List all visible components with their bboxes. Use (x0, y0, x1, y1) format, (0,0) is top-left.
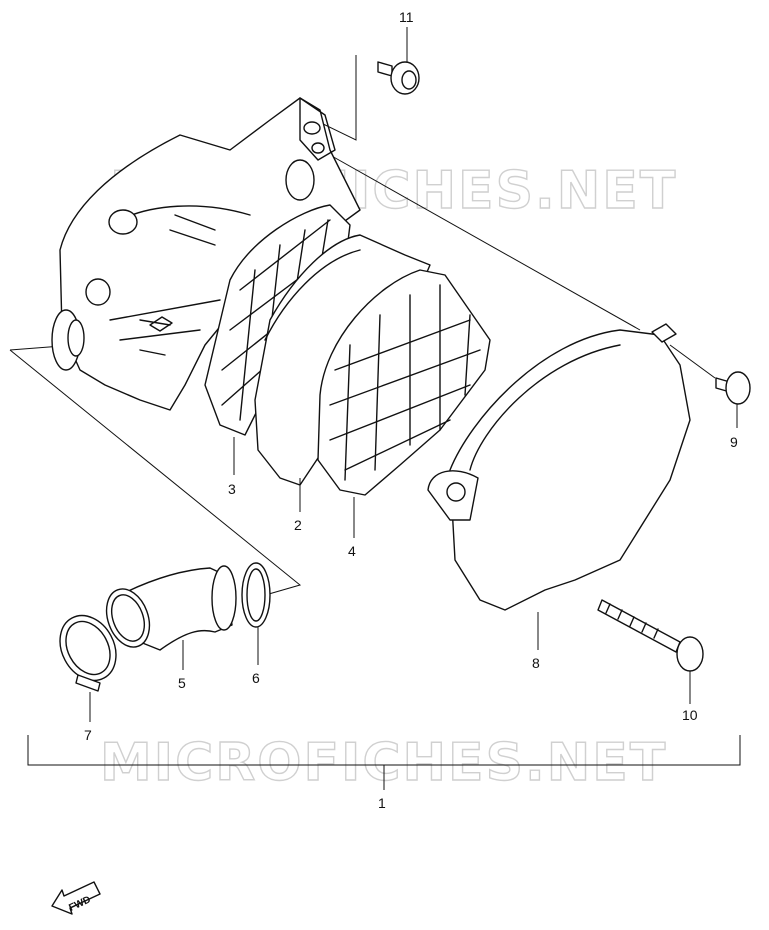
screw-part-9 (669, 344, 751, 428)
label-part-5: 5 (178, 675, 186, 691)
label-part-9: 9 (730, 434, 738, 450)
bolt-part-10 (597, 599, 704, 704)
label-part-10: 10 (682, 707, 698, 723)
label-part-2: 2 (294, 517, 302, 533)
cover-part-8 (427, 323, 691, 650)
ring-part-6 (241, 562, 271, 665)
clamp-part-7 (59, 614, 117, 722)
watermark-bottom: MICROFICHES.NET (100, 733, 667, 793)
label-part-1: 1 (378, 795, 386, 811)
label-part-8: 8 (532, 655, 540, 671)
label-part-11: 11 (399, 9, 414, 25)
label-part-3: 3 (228, 481, 236, 497)
fwd-arrow-icon: FWD (51, 881, 101, 915)
filter-grid-part-4 (317, 269, 491, 538)
intake-boot-part-5 (105, 565, 237, 670)
label-part-4: 4 (348, 543, 356, 559)
label-part-6: 6 (252, 670, 260, 686)
label-part-7: 7 (84, 727, 92, 743)
screw-part-11 (377, 27, 420, 95)
air-cleaner-case (51, 97, 361, 411)
